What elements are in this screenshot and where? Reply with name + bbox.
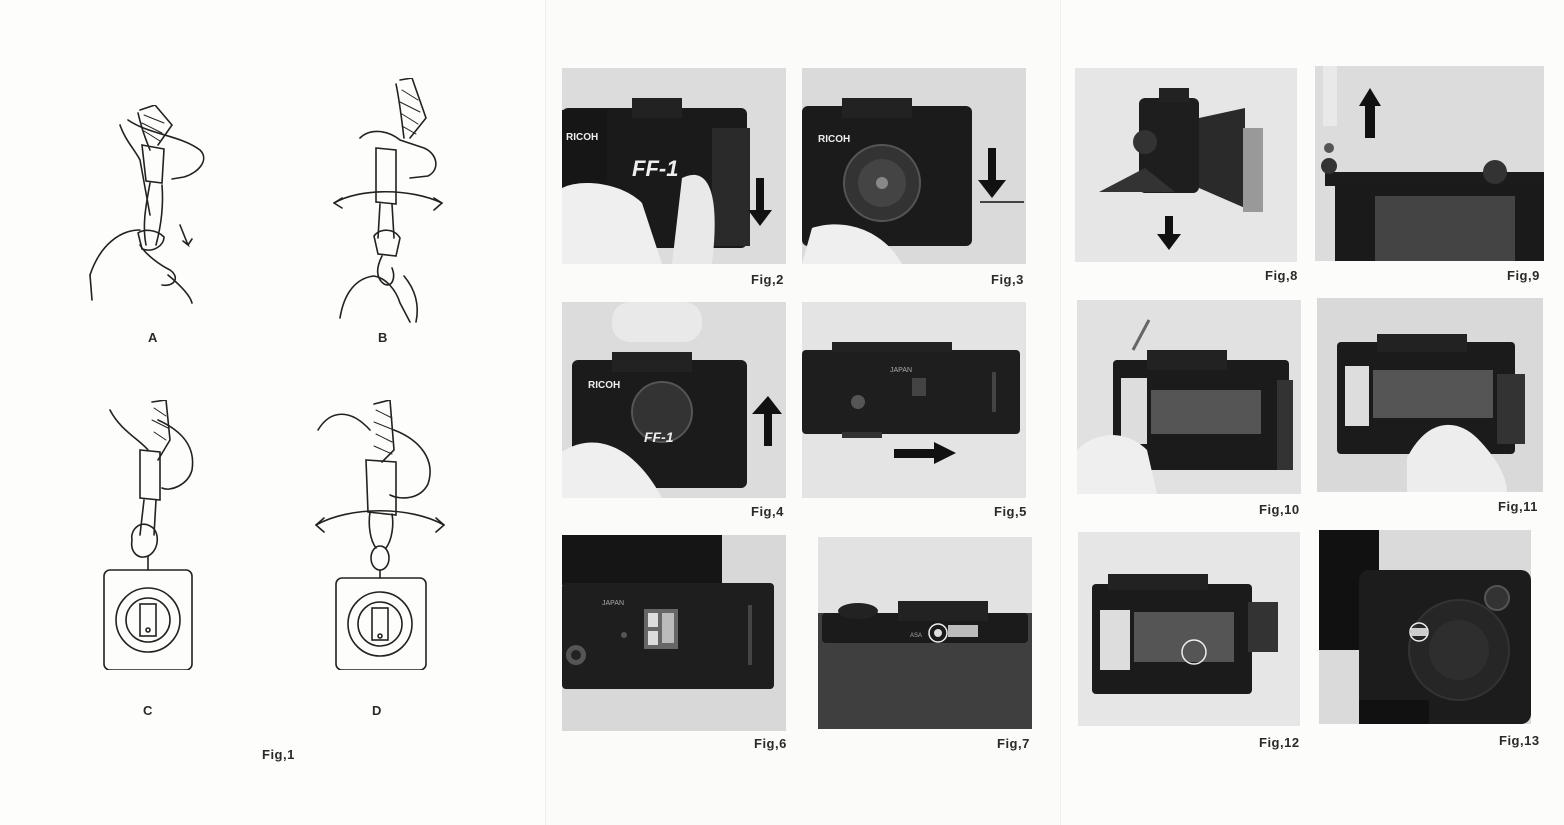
camera-marking-text: JAPAN (890, 367, 912, 374)
figure-label-fig3: Fig,3 (991, 272, 1024, 287)
photo-fig2: RICOH FF-1 (562, 68, 786, 264)
photo-fig11 (1317, 298, 1543, 492)
drawing-label-d: D (372, 703, 382, 718)
figure-label-fig7: Fig,7 (997, 736, 1030, 751)
drawing-d (310, 400, 450, 670)
drawing-label-b: B (378, 330, 388, 345)
figure-label-fig5: Fig,5 (994, 504, 1027, 519)
photo-fig4: RICOH FF-1 (562, 302, 786, 498)
photo-fig10 (1077, 300, 1301, 494)
figure-label-fig2: Fig,2 (751, 272, 784, 287)
photo-fig6: JAPAN (562, 535, 786, 731)
camera-marking-text: JAPAN (602, 600, 624, 607)
figure-label-fig13: Fig,13 (1499, 733, 1540, 748)
camera-brand-text: RICOH (588, 380, 620, 391)
photo-fig13 (1319, 530, 1531, 724)
camera-brand-text: RICOH (818, 134, 850, 145)
figure-label-fig12: Fig,12 (1259, 735, 1300, 750)
drawing-c (100, 400, 200, 670)
drawing-label-c: C (143, 703, 153, 718)
figure-caption-fig1: Fig,1 (262, 747, 295, 762)
drawing-label-a: A (148, 330, 158, 345)
figure-label-fig11: Fig,11 (1498, 499, 1538, 514)
figure-label-fig10: Fig,10 (1259, 502, 1300, 517)
photo-fig7: ASA (818, 537, 1032, 729)
photo-fig8 (1075, 68, 1297, 262)
figure-label-fig8: Fig,8 (1265, 268, 1298, 283)
camera-marking-text: ASA (910, 633, 922, 639)
camera-brand-text: RICOH (566, 132, 598, 143)
figure-label-fig9: Fig,9 (1507, 268, 1540, 283)
figure-label-fig6: Fig,6 (754, 736, 787, 751)
drawing-a (80, 105, 210, 305)
drawing-b (330, 78, 450, 323)
camera-model-text: FF-1 (632, 156, 678, 181)
photo-fig12 (1078, 532, 1300, 726)
photo-fig9 (1315, 66, 1544, 261)
photo-fig5: JAPAN (802, 302, 1026, 498)
photo-fig3: RICOH (802, 68, 1026, 264)
figure-label-fig4: Fig,4 (751, 504, 784, 519)
page-left-strap-instructions: A B (0, 0, 545, 825)
camera-model-text: FF-1 (644, 429, 674, 445)
